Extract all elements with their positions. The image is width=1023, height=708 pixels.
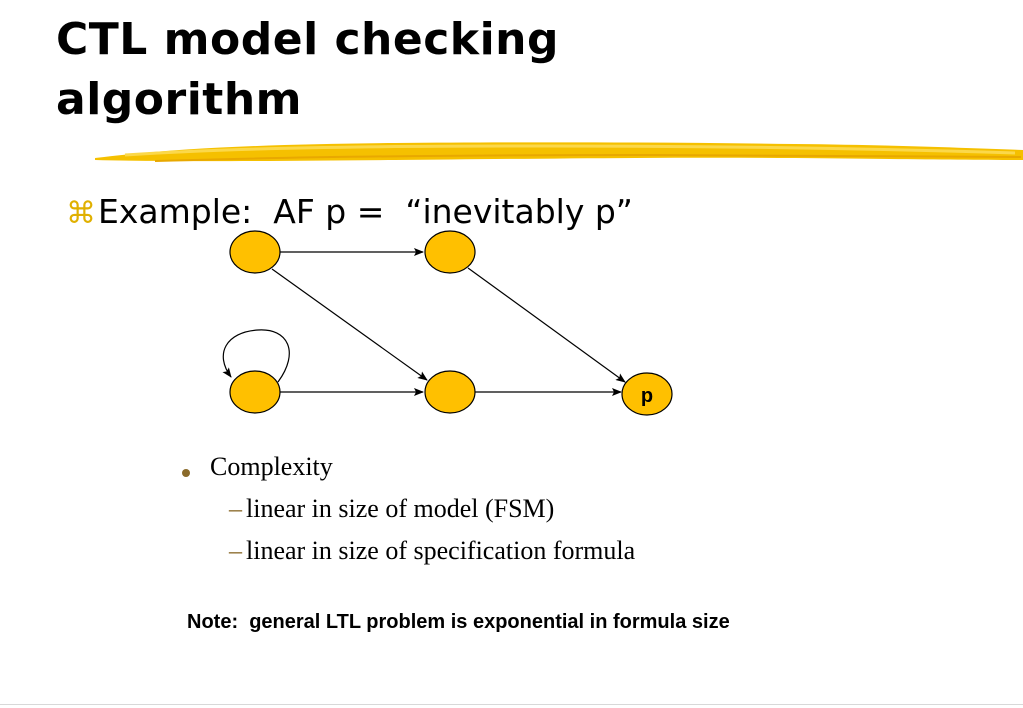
state-node-bottom-middle [424,370,476,414]
dash-marker: – [229,536,242,565]
complexity-heading: Complexity [210,452,333,481]
dash-marker: – [229,494,242,523]
footnote: Note: general LTL problem is exponential… [187,611,730,633]
command-key-bullet-icon: ⌘ [66,196,96,231]
sub-item-text-1: linear in size of model (FSM) [246,494,555,523]
title-line-2: algorithm [56,74,302,125]
edge-top-middle-to-bottom-right [467,267,626,383]
state-node-bottom-left [229,370,281,414]
state-node-p-label: p [641,385,653,407]
example-text: Example: AF p = “inevitably p” [98,192,633,231]
example-bullet: ⌘Example: AF p = “inevitably p” [66,188,633,238]
state-node-top-middle [424,230,476,274]
edge-bottom-left-self-loop [222,329,290,383]
bullet-dot-icon [182,469,190,477]
slide-title: CTL model checking algorithm [56,10,559,130]
sub-item-text-2: linear in size of specification formula [246,536,636,565]
title-underline-brushstroke [95,142,1023,162]
edge-top-left-to-bottom-middle [271,268,428,381]
complexity-sub-item-2: –linear in size of specification formula [229,536,635,566]
state-node-top-left [229,230,281,274]
complexity-item: Complexity [182,452,333,482]
title-line-1: CTL model checking [56,14,559,65]
state-transition-diagram: p [222,230,673,416]
complexity-sub-item-1: –linear in size of model (FSM) [229,494,554,524]
bottom-divider [0,704,1023,705]
state-node-p [621,372,673,416]
